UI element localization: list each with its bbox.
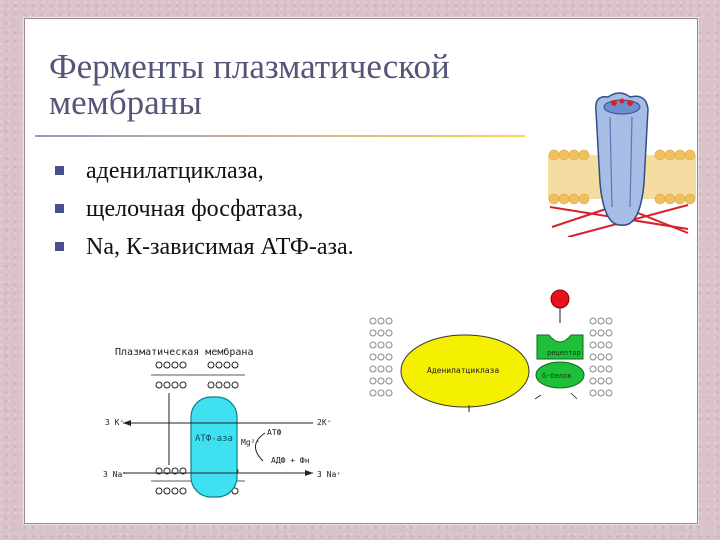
bullet-item: Na, К-зависимая АТФ-аза. [51,232,354,270]
slide: Ферменты плазматической мембраны аденила… [24,18,698,524]
title-divider [35,135,525,137]
receptor-block [536,334,584,360]
square-bullet-icon [55,204,64,213]
mg-label: Mg²⁺ [241,438,260,447]
enzyme-label: АТФ-аза [195,434,233,444]
atp-label: АТФ [267,428,282,437]
slide-title: Ферменты плазматической мембраны [49,49,529,121]
na-k-atpase-diagram: Плазматическая мембрана АТФ-аза 3 K⁺ 2K⁺… [103,346,341,498]
ligand-ball [550,289,570,309]
left-k-label: 3 K⁺ [105,418,124,427]
bullet-text: Na, К-зависимая АТФ-аза. [86,234,354,260]
g-protein [535,361,585,389]
left-na-label: 3 Na⁺ [103,470,127,479]
bullet-text: аденилатциклаза, [86,158,264,184]
products-label: АДФ + Фн [271,456,310,465]
bullet-item: щелочная фосфатаза, [51,194,354,232]
bullet-item: аденилатциклаза, [51,156,354,194]
title-line-1: Ферменты плазматической [49,47,450,86]
g-protein-label: G-белок [542,372,572,380]
bullet-text: щелочная фосфатаза, [86,196,304,222]
membrane-channel-illustration [548,92,696,237]
right-k-label: 2K⁺ [317,418,331,427]
square-bullet-icon [55,166,64,175]
title-line-2: мембраны [49,83,202,122]
adenylate-cyclase-label: Аденилатциклаза [427,366,499,375]
adenylate-cyclase-diagram: Аденилатциклаза рецептор G-белок [369,289,613,412]
square-bullet-icon [55,242,64,251]
atpase-enzyme [190,396,238,498]
membrane-caption: Плазматическая мембрана [115,346,253,358]
receptor-label: рецептор [547,349,581,357]
bullet-list: аденилатциклаза, щелочная фосфатаза, Na,… [51,156,354,270]
adenylate-cyclase-enzyme [400,334,530,408]
right-na-label: 3 Na⁺ [317,470,341,479]
